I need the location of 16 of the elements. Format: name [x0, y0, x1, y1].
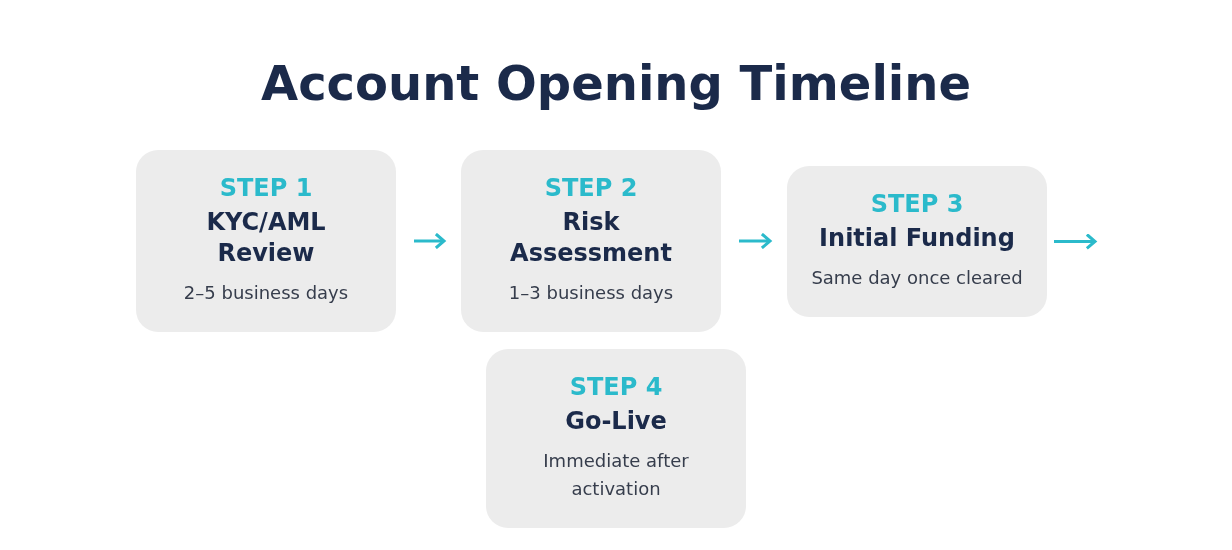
- arrow: [739, 233, 772, 249]
- step-duration: 1–3 business days: [507, 281, 675, 305]
- step-label: STEP 3: [869, 189, 965, 219]
- step-label: STEP 1: [218, 173, 314, 203]
- step-duration: 2–5 business days: [182, 281, 350, 305]
- step-label: STEP 4: [568, 372, 664, 402]
- step-title: Go-Live: [564, 406, 668, 437]
- step-duration: Same day once cleared: [810, 266, 1024, 290]
- arrow: [414, 233, 446, 249]
- step-duration: Immediate after activation: [542, 449, 690, 501]
- diagram-title: Account Opening Timeline: [261, 55, 971, 111]
- arrow: [1054, 234, 1097, 249]
- step-title: Initial Funding: [818, 223, 1016, 254]
- step-title: Risk Assessment: [509, 207, 673, 269]
- step-title: KYC/AML Review: [205, 207, 327, 269]
- step-label: STEP 2: [543, 173, 639, 203]
